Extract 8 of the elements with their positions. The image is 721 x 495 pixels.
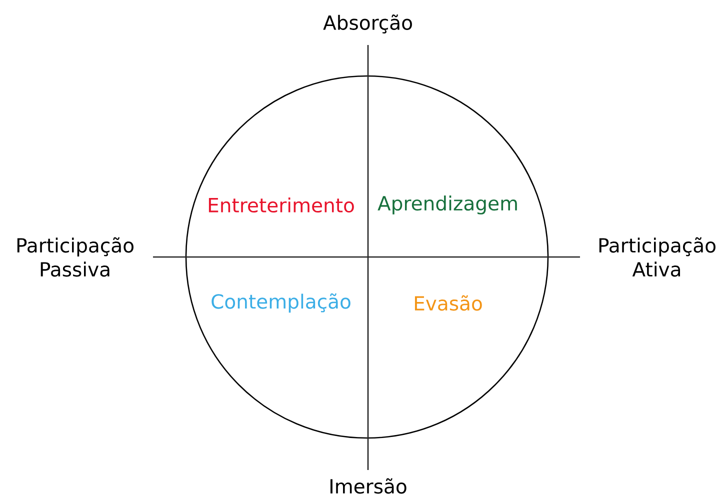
axis-label: Imersão (330, 478, 406, 494)
quadrant-label: Evasão (414, 295, 482, 311)
quadrant-label: Entreterimento (208, 197, 354, 213)
axis-label: Absorção (323, 14, 412, 34)
axis-label: Participação Passiva (17, 237, 134, 277)
axis-label: Participação Ativa (599, 237, 716, 277)
quadrant-label: Contemplação (212, 293, 350, 313)
quadrant-label: Aprendizagem (378, 196, 517, 214)
